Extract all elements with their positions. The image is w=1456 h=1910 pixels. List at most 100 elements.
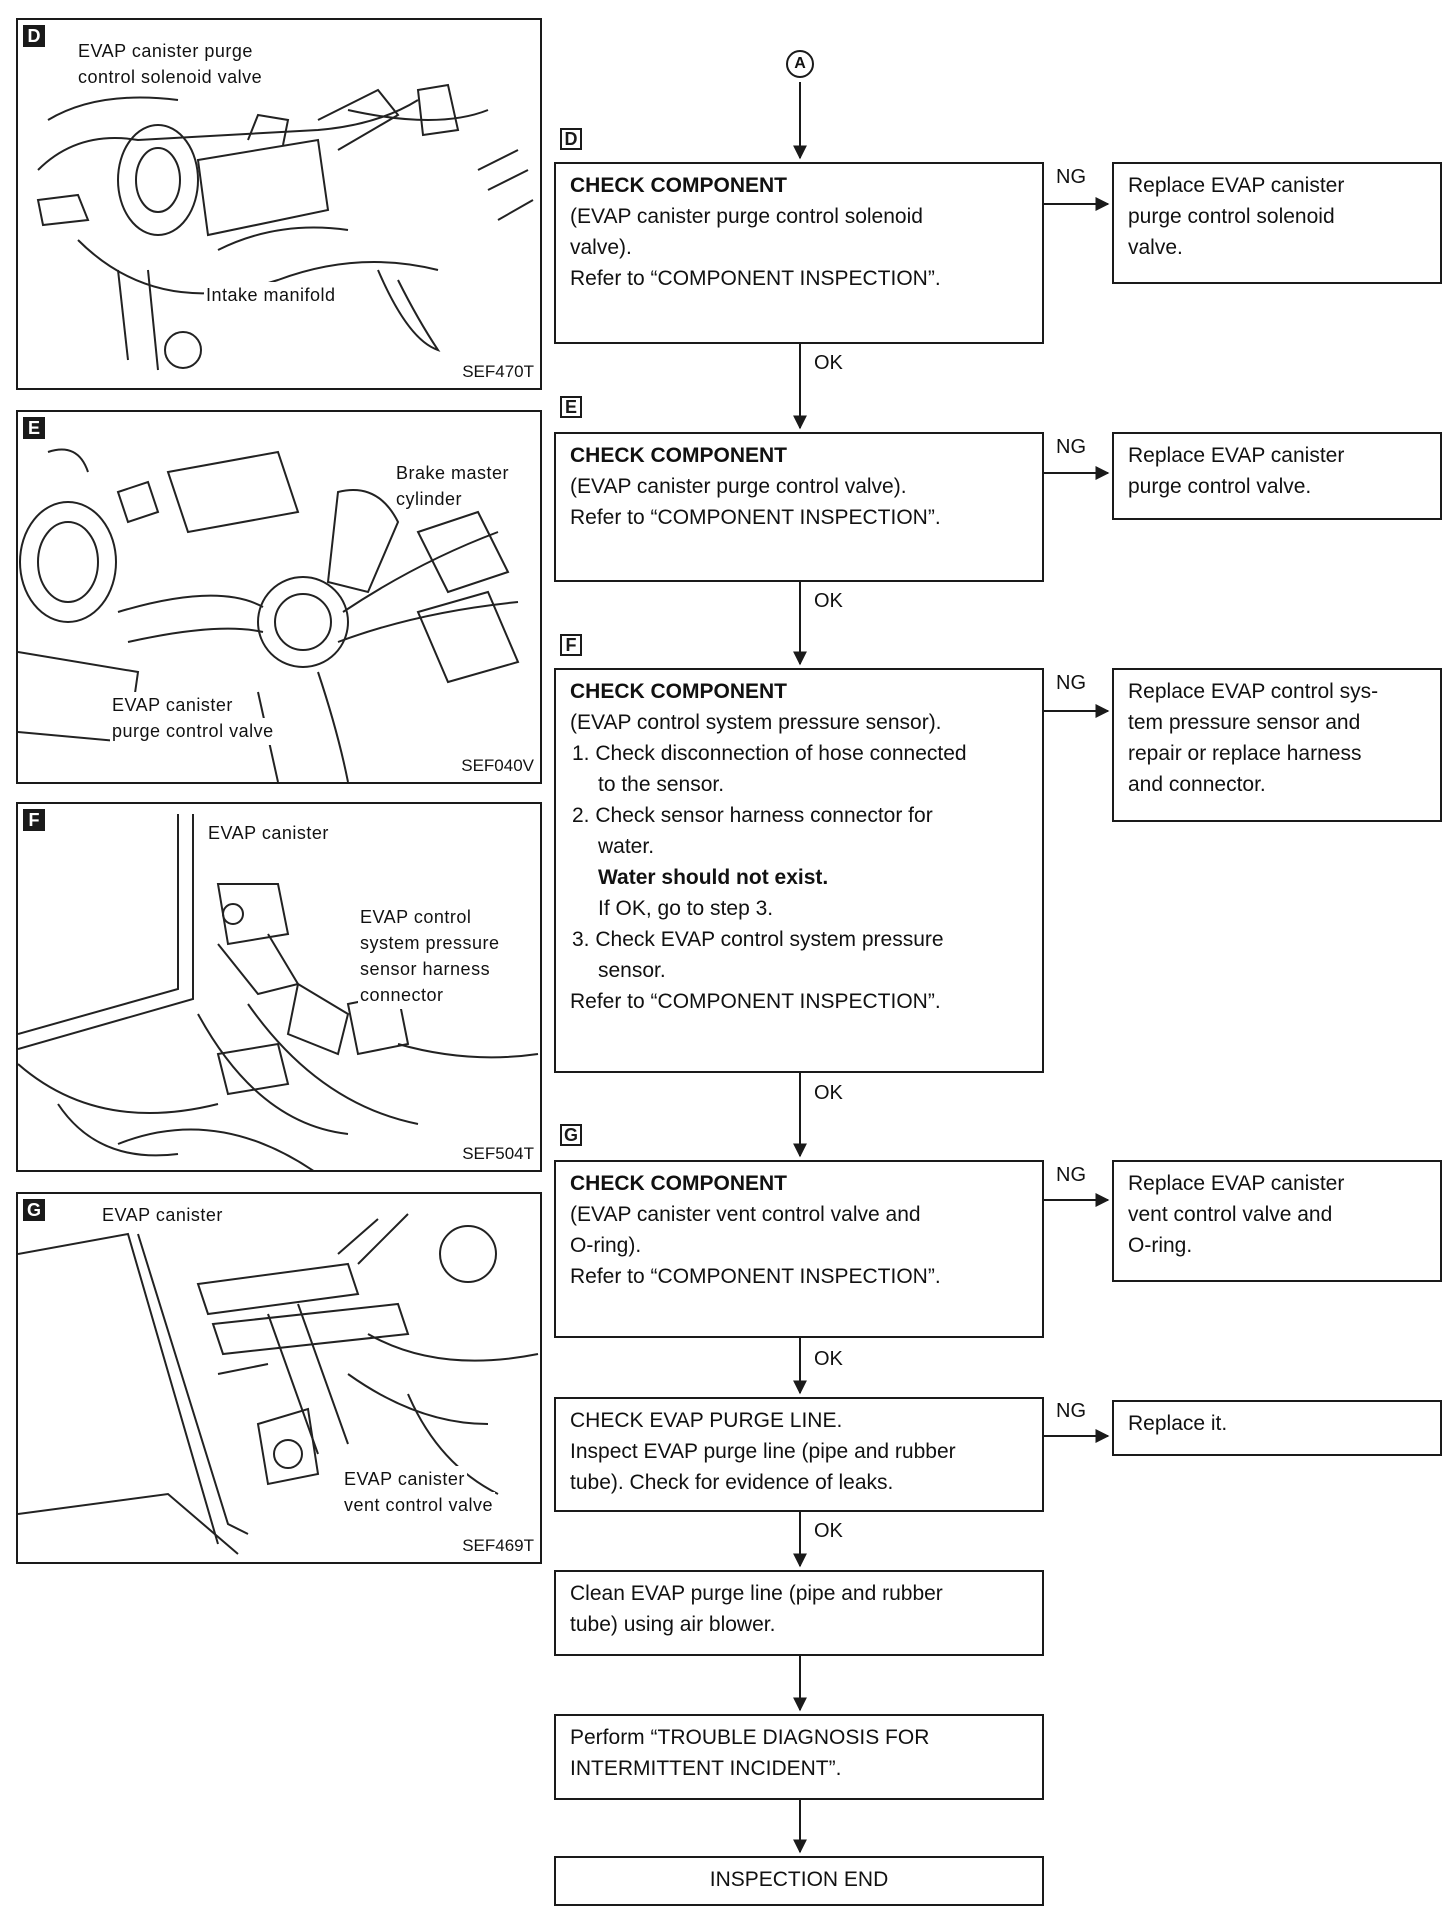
figure-e-label-3: EVAP canister bbox=[110, 692, 235, 719]
step-d-ng-line-3: valve. bbox=[1128, 236, 1183, 259]
figure-g-drawing bbox=[18, 1213, 539, 1555]
step-g-line-2: O-ring). bbox=[570, 1234, 642, 1257]
step-e-ok-label: OK bbox=[814, 590, 843, 612]
step-d-ok-label: OK bbox=[814, 352, 843, 374]
perform-step-line-1: Perform “TROUBLE DIAGNOSIS FOR bbox=[570, 1726, 930, 1749]
figure-g-label-2: EVAP canister bbox=[342, 1466, 467, 1493]
step-d-box: CHECK COMPONENT (EVAP canister purge con… bbox=[554, 162, 1044, 344]
step-f-box: CHECK COMPONENT (EVAP control system pre… bbox=[554, 668, 1044, 1073]
step-f-ng-line-2: tem pressure sensor and bbox=[1128, 711, 1361, 734]
step-d-ng-label: NG bbox=[1056, 166, 1086, 188]
purge-ng-box: Replace it. bbox=[1112, 1400, 1442, 1456]
step-f-go-step3: If OK, go to step 3. bbox=[598, 897, 774, 920]
step-e-tag: E bbox=[560, 396, 582, 418]
step-f-line-1: (EVAP control system pressure sensor). bbox=[570, 711, 942, 734]
clean-step-box: Clean EVAP purge line (pipe and rubber t… bbox=[554, 1570, 1044, 1656]
figure-d-code: SEF470T bbox=[462, 362, 534, 381]
step-g-ng-line-2: vent control valve and bbox=[1128, 1203, 1333, 1226]
step-e-ng-line-1: Replace EVAP canister bbox=[1128, 444, 1345, 467]
step-f-ng-label: NG bbox=[1056, 672, 1086, 694]
step-g-box: CHECK COMPONENT (EVAP canister vent cont… bbox=[554, 1160, 1044, 1338]
figure-e-label-1: Brake master bbox=[394, 460, 512, 487]
step-g-line-1: (EVAP canister vent control valve and bbox=[570, 1203, 921, 1226]
figure-d-label-2: control solenoid valve bbox=[76, 64, 265, 91]
clean-step-line-2: tube) using air blower. bbox=[570, 1613, 776, 1636]
figure-d-label-3: Intake manifold bbox=[204, 282, 338, 309]
connector-a: A bbox=[786, 50, 814, 78]
purge-check-box: CHECK EVAP PURGE LINE. Inspect EVAP purg… bbox=[554, 1397, 1044, 1512]
step-d-ng-line-1: Replace EVAP canister bbox=[1128, 174, 1345, 197]
step-f-substep-1b: to the sensor. bbox=[598, 773, 725, 796]
step-e-heading: CHECK COMPONENT bbox=[570, 444, 788, 467]
step-f-substep-1: 1. Check disconnection of hose connected bbox=[572, 742, 967, 765]
figure-g-tag: G bbox=[23, 1199, 45, 1221]
step-d-tag: D bbox=[560, 128, 582, 150]
figure-f-code: SEF504T bbox=[462, 1144, 534, 1163]
figure-f-label-5: connector bbox=[358, 982, 446, 1009]
purge-ng-label: NG bbox=[1056, 1400, 1086, 1422]
figure-f-label-4: sensor harness bbox=[358, 956, 493, 983]
step-d-line-2: valve). bbox=[570, 236, 632, 259]
step-g-line-3: Refer to “COMPONENT INSPECTION”. bbox=[570, 1265, 941, 1288]
step-e-ng-line-2: purge control valve. bbox=[1128, 475, 1312, 498]
step-f-ng-line-3: repair or replace harness bbox=[1128, 742, 1362, 765]
step-g-ok-label: OK bbox=[814, 1348, 843, 1370]
step-d-heading: CHECK COMPONENT bbox=[570, 174, 788, 197]
step-f-heading: CHECK COMPONENT bbox=[570, 680, 788, 703]
figure-d-label-1: EVAP canister purge bbox=[76, 38, 255, 65]
purge-check-line-1: Inspect EVAP purge line (pipe and rubber bbox=[570, 1440, 956, 1463]
step-e-ng-box: Replace EVAP canister purge control valv… bbox=[1112, 432, 1442, 520]
step-g-ng-line-1: Replace EVAP canister bbox=[1128, 1172, 1345, 1195]
step-d-ng-line-2: purge control solenoid bbox=[1128, 205, 1335, 228]
perform-step-box: Perform “TROUBLE DIAGNOSIS FOR INTERMITT… bbox=[554, 1714, 1044, 1800]
figure-e-code: SEF040V bbox=[461, 756, 534, 775]
step-d-ng-box: Replace EVAP canister purge control sole… bbox=[1112, 162, 1442, 284]
figure-d: D EVAP canister purge control solenoid v… bbox=[16, 18, 542, 390]
purge-check-line-2: tube). Check for evidence of leaks. bbox=[570, 1471, 894, 1494]
step-g-ng-line-3: O-ring. bbox=[1128, 1234, 1193, 1257]
step-f-substep-3: 3. Check EVAP control system pressure bbox=[572, 928, 944, 951]
step-f-water-note: Water should not exist. bbox=[598, 866, 829, 889]
figure-g-code: SEF469T bbox=[462, 1536, 534, 1555]
figure-g-label-3: vent control valve bbox=[342, 1492, 496, 1519]
figure-g-label-1: EVAP canister bbox=[100, 1202, 225, 1229]
figure-d-tag: D bbox=[23, 25, 45, 47]
perform-step-line-2: INTERMITTENT INCIDENT”. bbox=[570, 1757, 842, 1780]
purge-check-heading: CHECK EVAP PURGE LINE. bbox=[570, 1409, 843, 1432]
step-g-tag: G bbox=[560, 1124, 582, 1146]
step-f-substep-2: 2. Check sensor harness connector for bbox=[572, 804, 933, 827]
step-f-tag: F bbox=[560, 634, 582, 656]
step-e-box: CHECK COMPONENT (EVAP canister purge con… bbox=[554, 432, 1044, 582]
step-e-line-2: Refer to “COMPONENT INSPECTION”. bbox=[570, 506, 941, 529]
step-f-ok-label: OK bbox=[814, 1082, 843, 1104]
step-d-line-3: Refer to “COMPONENT INSPECTION”. bbox=[570, 267, 941, 290]
figure-e-label-2: cylinder bbox=[394, 486, 465, 513]
step-f-ng-line-4: and connector. bbox=[1128, 773, 1266, 796]
step-f-ng-box: Replace EVAP control sys- tem pressure s… bbox=[1112, 668, 1442, 822]
figure-e-tag: E bbox=[23, 417, 45, 439]
figure-f-drawing bbox=[18, 814, 539, 1170]
step-e-ng-label: NG bbox=[1056, 436, 1086, 458]
step-g-ng-box: Replace EVAP canister vent control valve… bbox=[1112, 1160, 1442, 1282]
step-g-heading: CHECK COMPONENT bbox=[570, 1172, 788, 1195]
step-e-line-1: (EVAP canister purge control valve). bbox=[570, 475, 907, 498]
purge-ok-label: OK bbox=[814, 1520, 843, 1542]
figure-f-label-2: EVAP control bbox=[358, 904, 474, 931]
step-g-ng-label: NG bbox=[1056, 1164, 1086, 1186]
figure-f-label-1: EVAP canister bbox=[206, 820, 331, 847]
inspection-end-box: INSPECTION END bbox=[554, 1856, 1044, 1906]
step-f-ng-line-1: Replace EVAP control sys- bbox=[1128, 680, 1379, 703]
purge-ng-line-1: Replace it. bbox=[1128, 1412, 1228, 1435]
figure-f-tag: F bbox=[23, 809, 45, 831]
figure-e-label-4: purge control valve bbox=[110, 718, 276, 745]
figure-f: F EVAP canister EVAP control system pres… bbox=[16, 802, 542, 1172]
figure-f-label-3: system pressure bbox=[358, 930, 502, 957]
figure-e: E Brake master cylinder EVAP canister pu… bbox=[16, 410, 542, 784]
step-f-substep-3b: sensor. bbox=[598, 959, 666, 982]
step-d-line-1: (EVAP canister purge control solenoid bbox=[570, 205, 923, 228]
figure-e-drawing bbox=[18, 448, 520, 782]
figure-g: G EVAP canister EVAP canister vent contr… bbox=[16, 1192, 542, 1564]
step-f-substep-2b: water. bbox=[598, 835, 655, 858]
step-f-footer: Refer to “COMPONENT INSPECTION”. bbox=[570, 990, 941, 1013]
